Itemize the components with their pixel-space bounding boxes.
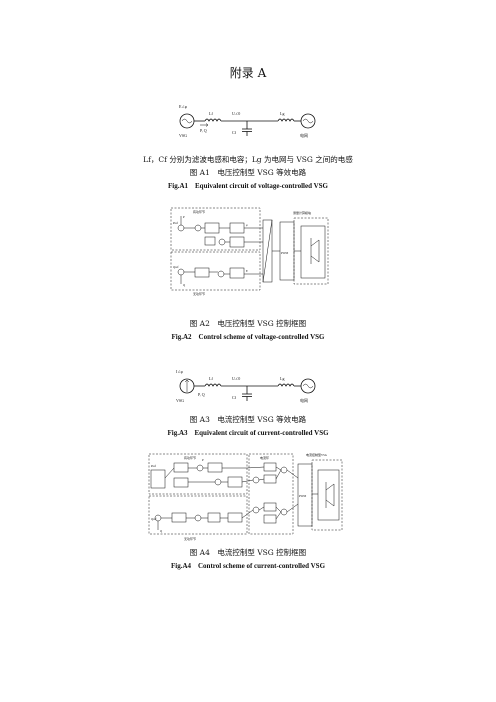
upper-loop-box xyxy=(170,207,261,251)
figure-a4-control-diagram: 有功环节 无功环节 电流环 Pref Qref Q P PWM 电流控制型VSG xyxy=(148,452,343,541)
grid-source-symbol xyxy=(300,113,316,129)
source-name: VSG xyxy=(176,398,184,403)
lf-label: Lf xyxy=(209,111,213,116)
u-label: U∠0 xyxy=(232,111,240,116)
source-label: I∠φ xyxy=(176,369,184,374)
figure-a2-caption-en: Fig.A2 Control scheme of voltage-control… xyxy=(171,333,325,341)
sensor-label: 电流控制型VSG xyxy=(306,452,328,457)
cf-label: Cf xyxy=(232,395,237,400)
grid-label: 电网 xyxy=(300,132,308,138)
figure-a2-control-diagram: 有功环节 无功环节 Pref Qref P Q φ E PWM 测量计算模块 xyxy=(170,207,329,296)
figure-a1-caption-cn: 图 A1 电压控制型 VSG 等效电路 xyxy=(189,168,307,177)
figure-a1-circuit: E∠φ VSG P, Q Lf U∠0 Cf Lg 电网 xyxy=(179,104,316,138)
current-loop-box xyxy=(248,453,294,535)
figure-a1-note: Lf，Cf 分别为滤波电感和电容；Lg 为电网与 VSG 之间的电感 xyxy=(143,155,353,164)
figure-a3-caption-cn: 图 A3 电流控制型 VSG 等效电路 xyxy=(189,415,307,424)
lf-label: Lf xyxy=(209,376,213,381)
grid-label: 电网 xyxy=(300,397,308,403)
lower-loop-box xyxy=(170,251,261,291)
figure-a4-caption-cn: 图 A4 电流控制型 VSG 控制框图 xyxy=(189,548,307,557)
e-label: E xyxy=(246,269,248,273)
p-label: P xyxy=(183,215,185,219)
p-label: P xyxy=(202,458,204,462)
source-label: E∠φ xyxy=(179,104,188,109)
filter-inductor xyxy=(204,118,222,122)
q-label: Q xyxy=(183,283,186,287)
u-label: U∠0 xyxy=(232,376,240,381)
qref-label: Qref xyxy=(151,517,157,521)
cf-label: Cf xyxy=(232,130,237,135)
phi-label: φ xyxy=(246,223,248,227)
upper-loop-label: 有功环节 xyxy=(193,209,205,214)
source-name: VSG xyxy=(179,133,187,138)
pref-label: Pref xyxy=(151,464,156,468)
qref-label: Qref xyxy=(173,265,179,269)
pref-label: Pref xyxy=(173,221,178,225)
figure-a3-circuit: I∠φ VSG P, Q Lf U∠0 Cf Lg 电网 xyxy=(176,369,316,403)
lower-loop-label: 无功环节 xyxy=(193,291,205,296)
power-label: P, Q xyxy=(198,392,205,398)
lower-loop-label: 无功环节 xyxy=(184,536,196,541)
lg-label: Lg xyxy=(280,376,284,381)
power-label: P, Q xyxy=(200,128,207,134)
upper-loop-box xyxy=(148,453,248,495)
lg-label: Lg xyxy=(280,111,284,116)
grid-inductor xyxy=(277,118,295,122)
figure-a4-caption-en: Fig.A4 Control scheme of current-control… xyxy=(170,562,326,570)
q-label: Q xyxy=(160,529,163,533)
figure-a1-caption-en: Fig.A1 Equivalent circuit of voltage-con… xyxy=(167,182,329,190)
figure-a2-caption-cn: 图 A2 电压控制型 VSG 控制框图 xyxy=(189,319,307,328)
current-loop-label: 电流环 xyxy=(260,455,269,460)
pwm-label: PWM xyxy=(299,494,307,498)
appendix-title: 附录 A xyxy=(229,66,267,80)
lower-loop-box xyxy=(148,495,248,535)
sensor-label: 测量计算模块 xyxy=(293,210,311,215)
upper-loop-label: 有功环节 xyxy=(184,455,196,460)
figure-a3-caption-en: Fig.A3 Equivalent circuit of current-con… xyxy=(167,429,329,437)
pwm-label: PWM xyxy=(281,251,289,255)
